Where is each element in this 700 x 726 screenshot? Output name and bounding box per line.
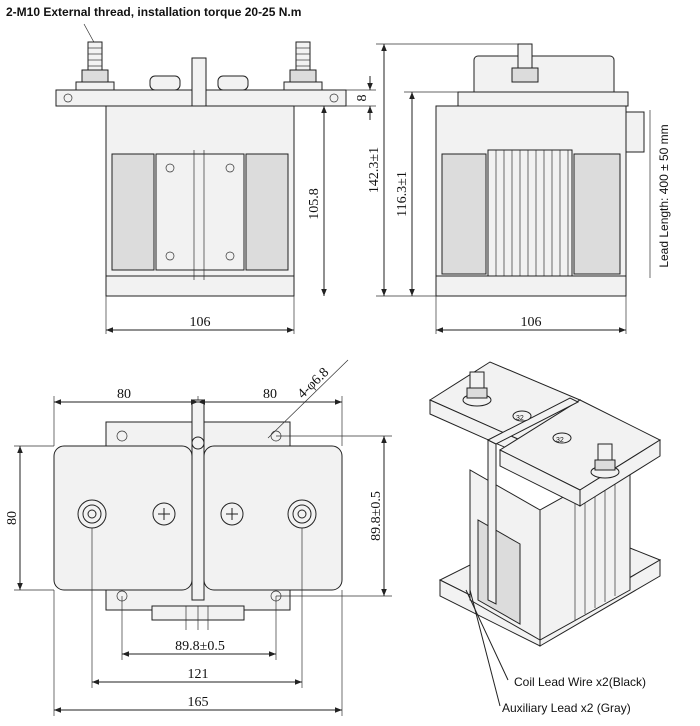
iso-stud-right — [590, 443, 620, 479]
front-stud-left — [75, 41, 115, 91]
side-dim-width: 106 — [521, 315, 542, 330]
front-dim-flange: 8 — [355, 95, 370, 102]
iso-aux-lead-label: Auxiliary Lead x2 (Gray) — [502, 701, 631, 715]
top-dim-mount-v: 89.8±0.5 — [369, 491, 384, 541]
side-dim-body: 116.3±1 — [395, 171, 410, 217]
front-cap-left — [149, 75, 181, 91]
top-cover-right — [203, 445, 343, 591]
top-dim-121: 121 — [188, 667, 209, 682]
top-cover-left — [53, 445, 193, 591]
front-stud-right — [283, 41, 323, 91]
top-dim-right: 80 — [263, 387, 277, 402]
side-dim-total: 142.3±1 — [367, 147, 382, 193]
iso-cap-label-left: 32 — [516, 415, 524, 422]
top-dim-height: 80 — [5, 511, 20, 525]
top-plate — [191, 399, 205, 601]
front-cap-right — [217, 75, 249, 91]
front-dim-width: 106 — [190, 315, 211, 330]
top-view: 4-φ6.8 80 80 80 89.8±0.5 89.8±0.5 121 16… — [5, 359, 392, 716]
iso-view: 32 32 Coil Lead Wire x2(Black) Auxiliary… — [428, 361, 662, 715]
top-dim-left: 80 — [117, 387, 131, 402]
front-view: 106 105.8 8 — [55, 41, 376, 334]
side-lead-length: Lead Length: 400 ± 50 mm — [657, 124, 671, 267]
iso-stud-left — [462, 371, 492, 407]
side-view: Lead Length: 400 ± 50 mm 106 142.3±1 116… — [367, 43, 671, 334]
top-hole-spec: 4-φ6.8 — [295, 365, 332, 402]
iso-cap-label-right: 32 — [556, 437, 564, 444]
top-screw-right — [220, 502, 244, 526]
top-screw-left — [152, 502, 176, 526]
iso-plate — [487, 439, 497, 605]
iso-coil-lead-label: Coil Lead Wire x2(Black) — [514, 675, 646, 689]
top-dim-mount-h: 89.8±0.5 — [175, 639, 225, 654]
header-note: 2-M10 External thread, installation torq… — [6, 5, 301, 19]
top-dim-165: 165 — [188, 695, 209, 710]
front-dim-height: 105.8 — [307, 188, 322, 220]
